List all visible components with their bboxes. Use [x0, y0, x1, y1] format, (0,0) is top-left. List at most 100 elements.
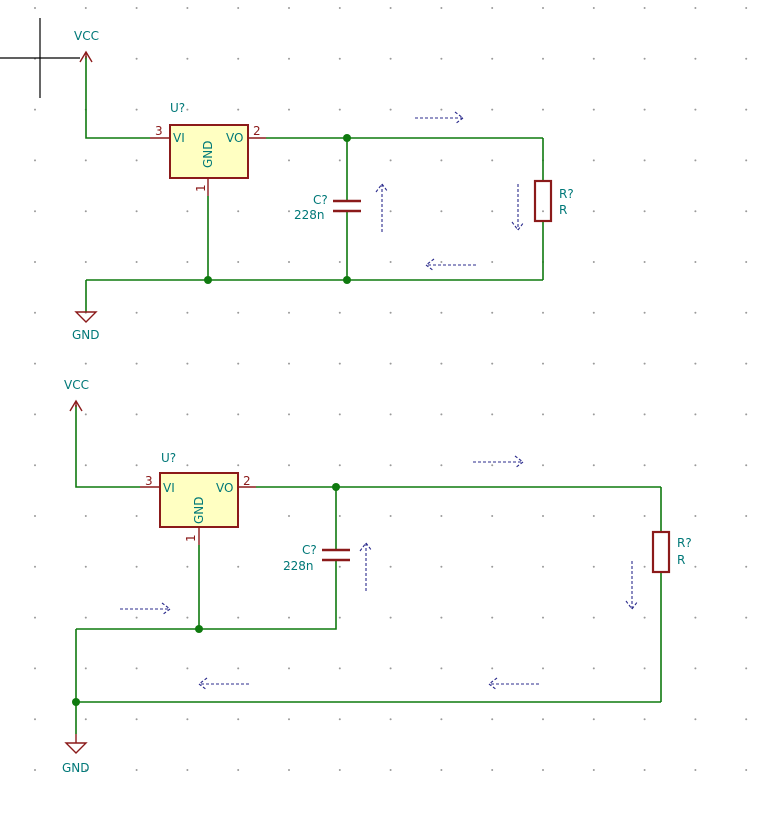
grid-dot [288, 7, 290, 9]
wire-local-ground[interactable] [76, 560, 337, 630]
grid-dot [745, 667, 748, 670]
grid-dot [389, 565, 392, 568]
junction [195, 625, 203, 633]
regulator-body[interactable] [159, 472, 239, 528]
capacitor-ref: C? [313, 193, 328, 207]
grid-dot [542, 210, 544, 213]
grid-dot [745, 515, 748, 517]
grid-dot [491, 464, 494, 467]
grid-dot [694, 108, 697, 111]
wire-vcc-to-vi[interactable] [85, 56, 150, 139]
gnd-power-symbol[interactable]: GND [62, 734, 90, 775]
regulator-symbol[interactable]: U? 3 VI 2 VO GND 1 [140, 451, 256, 545]
grid-dot [389, 769, 392, 771]
grid-dot [135, 565, 138, 568]
resistor-value: R [677, 553, 685, 567]
current-arrow [120, 602, 171, 616]
grid-dot [34, 413, 36, 416]
resistor-symbol[interactable]: R? R [651, 530, 692, 574]
wire-vcc-to-vi[interactable] [75, 405, 140, 488]
regulator-symbol[interactable]: U? 3 VI 2 VO GND 1 [150, 101, 266, 196]
current-arrow [425, 258, 476, 272]
grid-dot [135, 464, 138, 467]
junction [204, 276, 212, 284]
grid-dot [745, 718, 748, 721]
grid-dot [592, 667, 595, 670]
grid-dot [84, 362, 87, 365]
grid-dot [288, 210, 290, 213]
grid-dot [491, 515, 494, 517]
grid-dot [643, 362, 646, 365]
grid-dot [542, 667, 544, 670]
grid-dot [592, 718, 595, 721]
grid-dot [237, 718, 240, 721]
gnd-power-symbol[interactable]: GND [72, 311, 100, 342]
grid-dot [440, 7, 443, 9]
grid-dot [338, 311, 341, 314]
crosshair-cursor-icon [0, 18, 80, 98]
grid-dot [135, 718, 138, 721]
grid-dot [84, 464, 87, 467]
resistor-symbol[interactable]: R? R [533, 179, 574, 223]
capacitor-value: 228n [283, 559, 314, 573]
grid-dot [491, 7, 494, 9]
capacitor-symbol[interactable]: C? 228n [283, 543, 350, 573]
grid-dot [694, 261, 697, 263]
grid-dot [491, 667, 494, 670]
grid-dot [338, 667, 341, 670]
grid-dot [643, 565, 646, 568]
grid-dot [135, 311, 138, 314]
grid-dot [643, 159, 646, 162]
grid-dot [694, 362, 697, 365]
grid-dot [694, 210, 697, 213]
vcc-power-symbol[interactable]: VCC [74, 29, 99, 63]
grid-dot [491, 616, 494, 619]
grid-dot [389, 413, 392, 416]
grid-dot [186, 210, 189, 213]
grid-dot [491, 769, 494, 771]
grid-dot [643, 515, 646, 517]
grid-dot [288, 718, 290, 721]
grid-dot [440, 515, 443, 517]
grid-dot [592, 362, 595, 365]
grid-dot [389, 210, 392, 213]
grid-dot [694, 464, 697, 467]
grid-dot [389, 718, 392, 721]
junction [72, 698, 80, 706]
grid-dot [440, 565, 443, 568]
grid-dot [745, 210, 748, 213]
grid-dot [440, 210, 443, 213]
vcc-power-symbol[interactable]: VCC [64, 378, 89, 412]
grid-dot [135, 515, 138, 517]
grid-dot [389, 7, 392, 9]
grid-dot [84, 7, 87, 9]
pin-out-number: 2 [253, 124, 261, 138]
grid-dot [288, 108, 290, 111]
grid-dot [186, 667, 189, 670]
grid-dot [135, 769, 138, 771]
pin-out-name: VO [226, 131, 243, 145]
regulator-body[interactable] [169, 124, 249, 179]
grid-dot [338, 616, 341, 619]
grid-dot [440, 159, 443, 162]
grid-dot [338, 57, 341, 60]
grid-dot [288, 261, 290, 263]
grid-dot [34, 515, 36, 517]
pin-in-name: VI [173, 131, 185, 145]
grid-dot [237, 667, 240, 670]
junction [332, 483, 340, 491]
grid-dot [34, 362, 36, 365]
grid-dot [745, 565, 748, 568]
circuit-2: VCC GND U? 3 VI 2 VO GND 1 C? 228n [62, 378, 692, 775]
grid-dot [440, 108, 443, 111]
grid-dot [135, 210, 138, 213]
grid-dot [440, 413, 443, 416]
grid-dot [694, 413, 697, 416]
capacitor-symbol[interactable]: C? 228n [294, 193, 361, 222]
grid-dot [592, 311, 595, 314]
grid-dot [643, 57, 646, 60]
regulator-ref: U? [161, 451, 176, 465]
grid-dot [84, 210, 87, 213]
grid-dot [288, 769, 290, 771]
grid-dot [745, 261, 748, 263]
